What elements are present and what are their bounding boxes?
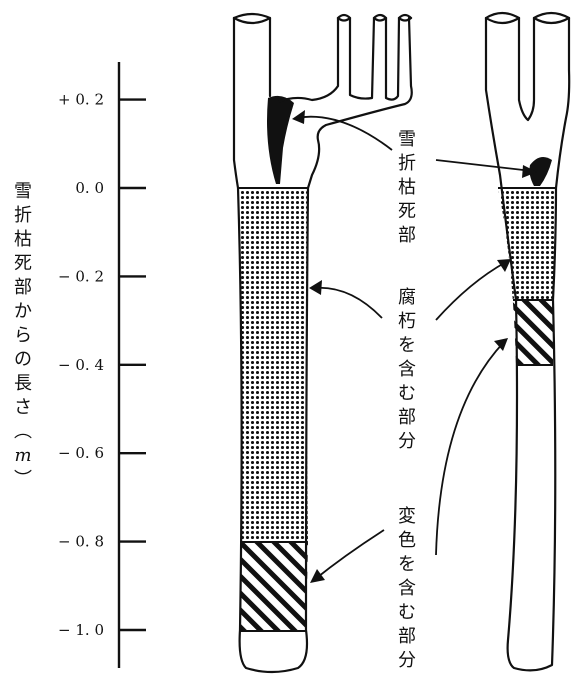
length-axis: + 0. 2 0. 0 − 0. 2 − 0. 4 − 0. 6 − 0. 8 − 1. 0 xyxy=(58,62,146,668)
arrow-discolor-left-head xyxy=(310,569,325,583)
arrow-decay-right xyxy=(436,262,506,320)
left-stem xyxy=(230,14,412,672)
label-dieback: 雪折枯死部 xyxy=(395,128,419,248)
arrow-dieback-left-head xyxy=(292,110,305,124)
axis-title: 雪折枯死部からの長さ︵m︶ xyxy=(11,180,35,492)
left-stem-top-left xyxy=(234,14,270,96)
arrow-dieback-right xyxy=(436,160,532,171)
axis-tick-label: − 1. 0 xyxy=(58,621,104,639)
arrow-decay-left-head xyxy=(309,280,322,295)
label-decay: 腐朽を含む部分 xyxy=(395,286,419,454)
axis-tick-label: + 0. 2 xyxy=(58,91,104,109)
label-discoloration: 変色を含む部分 xyxy=(395,505,419,673)
arrow-discolor-right-head xyxy=(494,338,508,351)
axis-tick-label: 0. 0 xyxy=(75,179,104,197)
axis-tick-label: − 0. 2 xyxy=(58,267,104,285)
arrow-decay-left xyxy=(314,288,382,318)
right-stem-fork xyxy=(519,18,534,120)
arrow-discolor-left xyxy=(314,530,384,580)
left-stem-branches xyxy=(278,15,411,102)
left-dieback-region xyxy=(267,96,294,184)
arrow-dieback-left xyxy=(296,117,392,150)
arrow-discolor-right xyxy=(436,342,504,555)
axis-tick-label: − 0. 4 xyxy=(58,356,104,374)
right-discoloration-region xyxy=(495,300,560,365)
axis-tick-label: − 0. 8 xyxy=(58,533,104,551)
axis-tick-label: − 0. 6 xyxy=(58,444,104,462)
